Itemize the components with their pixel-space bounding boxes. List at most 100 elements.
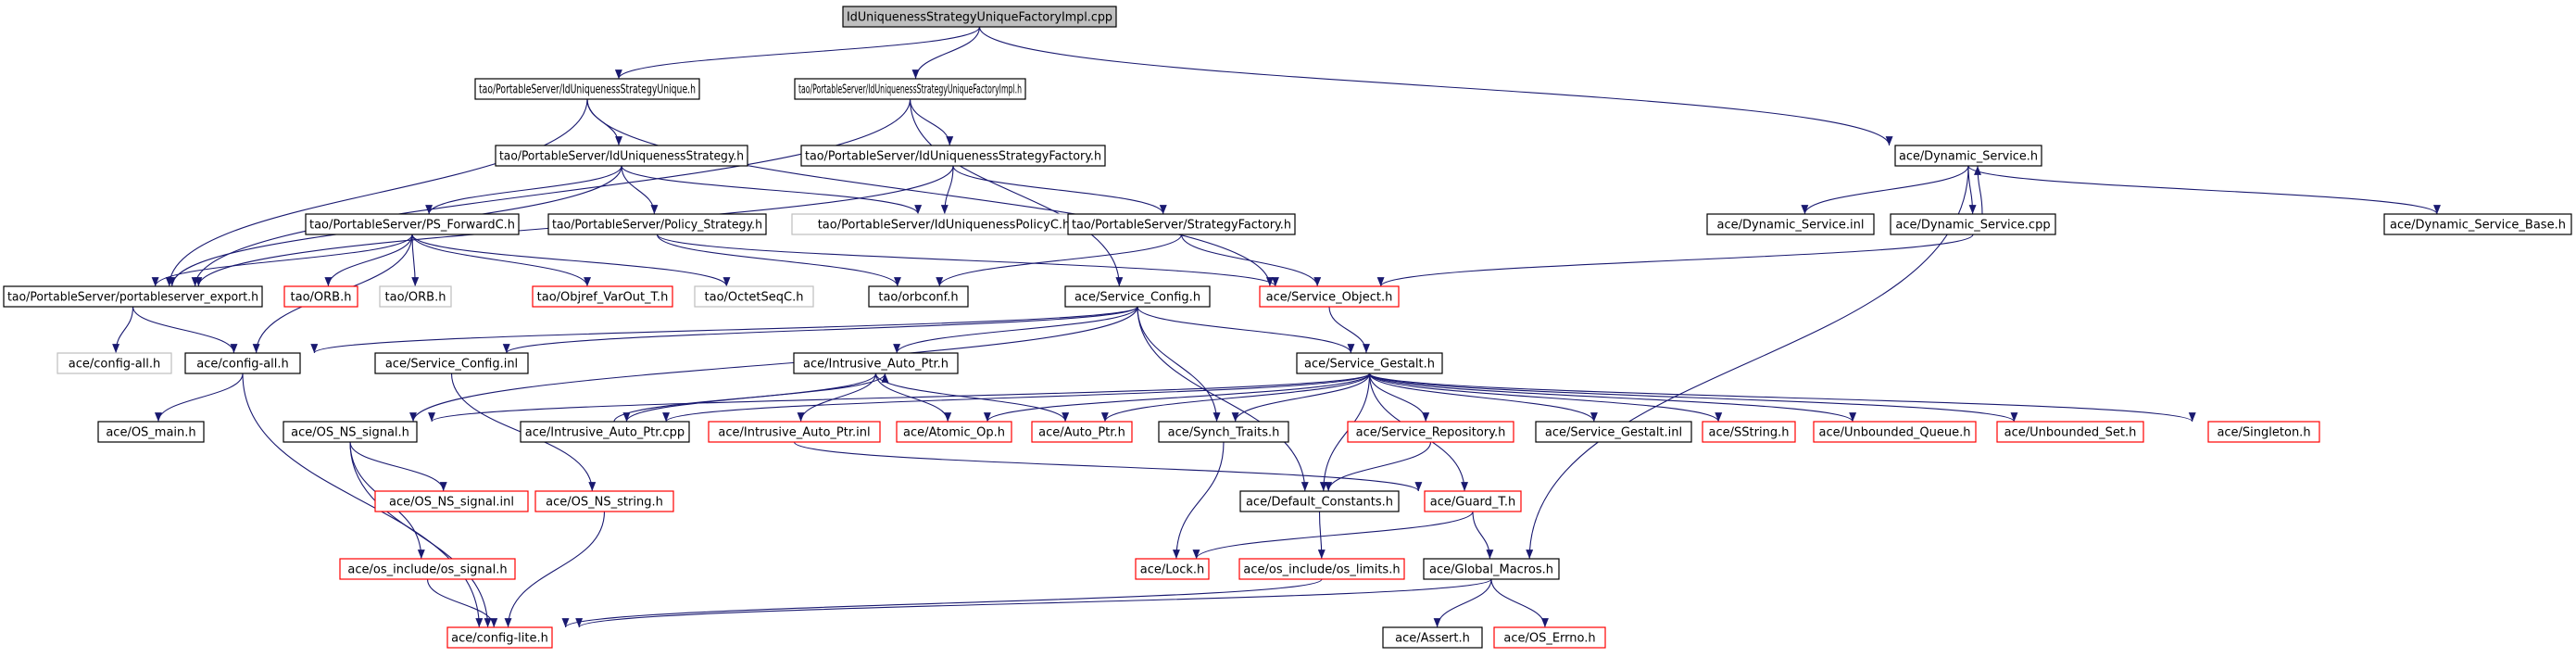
edge-psfwd-to-objref bbox=[411, 234, 591, 287]
node-label: ace/Intrusive_Auto_Ptr.inl bbox=[718, 426, 870, 440]
graph-node-orb-red[interactable]: tao/ORB.h bbox=[283, 285, 358, 308]
node-label: ace/config-all.h bbox=[69, 358, 161, 372]
graph-node-intr-inl[interactable]: ace/Intrusive_Auto_Ptr.inl bbox=[708, 421, 881, 443]
node-label: ace/Dynamic_Service_Base.h bbox=[2390, 219, 2566, 233]
graph-node-dyn-inl[interactable]: ace/Dynamic_Service.inl bbox=[1706, 213, 1875, 235]
graph-node-svcobj[interactable]: ace/Service_Object.h bbox=[1259, 285, 1400, 308]
dependency-edges bbox=[112, 26, 2441, 628]
edge-svccfg-to-intr-h bbox=[893, 306, 1138, 354]
graph-node-gestalt-inl[interactable]: ace/Service_Gestalt.inl bbox=[1535, 421, 1692, 443]
graph-node-nsstring[interactable]: ace/OS_NS_string.h bbox=[534, 490, 674, 512]
node-label: ace/Service_Object.h bbox=[1266, 291, 1393, 305]
edge-dyn-h-to-globmac bbox=[1526, 165, 1969, 560]
graph-node-intr-h[interactable]: ace/Intrusive_Auto_Ptr.h bbox=[793, 352, 959, 374]
node-box bbox=[1296, 352, 1443, 374]
edge-intr-inl-to-guard bbox=[793, 441, 1423, 492]
node-label: ace/Service_Gestalt.h bbox=[1304, 358, 1435, 372]
graph-node-osmain[interactable]: ace/OS_main.h bbox=[97, 421, 205, 443]
node-box bbox=[1813, 421, 1977, 443]
node-label: ace/Atomic_Op.h bbox=[903, 426, 1005, 440]
graph-node-nssig[interactable]: ace/OS_NS_signal.h bbox=[283, 421, 418, 443]
graph-node-svccfg-inl[interactable]: ace/Service_Config.inl bbox=[374, 352, 529, 374]
graph-node-ossig[interactable]: ace/os_include/os_signal.h bbox=[339, 558, 516, 580]
graph-node-defconst[interactable]: ace/Default_Constants.h bbox=[1239, 490, 1400, 512]
graph-node-psexport[interactable]: tao/PortableServer/portableserver_export… bbox=[3, 285, 263, 308]
node-box bbox=[1067, 213, 1296, 235]
graph-node-guard[interactable]: ace/Guard_T.h bbox=[1424, 490, 1522, 512]
node-box bbox=[868, 285, 969, 308]
graph-node-factory-h[interactable]: tao/PortableServer/IdUniquenessStrategyF… bbox=[800, 145, 1106, 167]
edge-gestalt-to-repo bbox=[1368, 373, 1430, 423]
graph-node-dyn-base[interactable]: ace/Dynamic_Service_Base.h bbox=[2383, 213, 2572, 235]
edge-factory-h-to-stratfact bbox=[952, 165, 1167, 215]
graph-node-errno[interactable]: ace/OS_Errno.h bbox=[1493, 626, 1606, 649]
edge-dyn-cpp-to-dyn-h bbox=[1974, 165, 1983, 215]
edge-psexport-to-cfgall bbox=[132, 306, 238, 354]
edge-gestalt-to-singleton bbox=[1368, 373, 2196, 423]
edge-stratfact-to-svcobj bbox=[1180, 234, 1322, 287]
node-label: ace/OS_NS_signal.h bbox=[291, 426, 409, 440]
node-label: ace/config-lite.h bbox=[451, 632, 548, 646]
graph-node-singleton[interactable]: ace/Singleton.h bbox=[2207, 421, 2320, 443]
edge-gestalt-to-sstring bbox=[1368, 373, 1723, 423]
edge-gestalt-to-ubq bbox=[1368, 373, 1856, 423]
node-label: tao/PortableServer/portableserver_export… bbox=[7, 291, 258, 305]
edge-strategy-h-to-psfwd bbox=[425, 165, 622, 215]
graph-node-sstring[interactable]: ace/SString.h bbox=[1702, 421, 1796, 443]
graph-node-lock[interactable]: ace/Lock.h bbox=[1135, 558, 1210, 580]
node-label: ace/Synch_Traits.h bbox=[1168, 426, 1280, 440]
graph-node-svccfg[interactable]: ace/Service_Config.h bbox=[1064, 285, 1211, 308]
edge-strategy-h-to-policyc bbox=[621, 165, 922, 215]
edge-factimpl-h-to-svccfg bbox=[909, 98, 1124, 287]
edge-intr-h-to-intr-inl bbox=[797, 373, 877, 423]
edge-psfwd-to-psexport bbox=[151, 234, 413, 287]
edge-svccfg-to-svccfg-inl bbox=[503, 306, 1138, 354]
graph-node-orb-grey[interactable]: tao/ORB.h bbox=[379, 285, 452, 308]
graph-node-dyn-cpp[interactable]: ace/Dynamic_Service.cpp bbox=[1890, 213, 2056, 235]
graph-node-unique-h[interactable]: tao/PortableServer/IdUniquenessStrategyU… bbox=[474, 78, 700, 100]
graph-node-orbconf[interactable]: tao/orbconf.h bbox=[868, 285, 969, 308]
node-label: tao/PortableServer/StrategyFactory.h bbox=[1072, 219, 1291, 233]
graph-node-ubs[interactable]: ace/Unbounded_Set.h bbox=[1996, 421, 2144, 443]
graph-node-synch[interactable]: ace/Synch_Traits.h bbox=[1158, 421, 1289, 443]
edge-svccfg-to-nssig bbox=[409, 306, 1138, 423]
node-label: ace/Unbounded_Set.h bbox=[2004, 426, 2137, 440]
graph-node-policy-h[interactable]: tao/PortableServer/Policy_Strategy.h bbox=[547, 213, 767, 235]
graph-node-cfglite[interactable]: ace/config-lite.h bbox=[446, 626, 553, 649]
node-label: tao/Objref_VarOut_T.h bbox=[537, 291, 669, 305]
graph-node-factimpl-h[interactable]: tao/PortableServer/IdUniquenessStrategyU… bbox=[794, 78, 1026, 100]
graph-node-cfgall[interactable]: ace/config-all.h bbox=[184, 352, 301, 374]
graph-node-globmac[interactable]: ace/Global_Macros.h bbox=[1423, 558, 1560, 580]
graph-node-stratfact[interactable]: tao/PortableServer/StrategyFactory.h bbox=[1067, 213, 1296, 235]
graph-node-intr-cpp[interactable]: ace/Intrusive_Auto_Ptr.cpp bbox=[520, 421, 690, 443]
edge-stratfact-to-orbconf bbox=[936, 234, 1183, 287]
edge-unique-h-to-psexport bbox=[165, 98, 588, 287]
graph-node-cfgall-grey[interactable]: ace/config-all.h bbox=[57, 352, 172, 374]
graph-node-strategy-h[interactable]: tao/PortableServer/IdUniquenessStrategy.… bbox=[495, 145, 748, 167]
graph-node-repo[interactable]: ace/Service_Repository.h bbox=[1347, 421, 1514, 443]
node-box bbox=[1894, 145, 2042, 167]
graph-node-assert[interactable]: ace/Assert.h bbox=[1382, 626, 1483, 649]
node-box bbox=[534, 490, 674, 512]
graph-node-octet[interactable]: tao/OctetSeqC.h bbox=[694, 285, 814, 308]
node-label: tao/PortableServer/PS_ForwardC.h bbox=[309, 219, 515, 233]
edge-root-to-factimpl-h bbox=[911, 26, 981, 80]
graph-node-nssig-inl[interactable]: ace/OS_NS_signal.inl bbox=[374, 490, 529, 512]
graph-node-oslimits[interactable]: ace/os_include/os_limits.h bbox=[1238, 558, 1405, 580]
edge-psexport-to-cfgall-grey bbox=[112, 306, 134, 354]
node-label: ace/Lock.h bbox=[1140, 563, 1205, 577]
edge-cfgall-to-osmain bbox=[154, 373, 244, 423]
graph-node-gestalt[interactable]: ace/Service_Gestalt.h bbox=[1296, 352, 1443, 374]
node-label: ace/Default_Constants.h bbox=[1246, 496, 1393, 510]
node-label: tao/orbconf.h bbox=[878, 291, 958, 305]
graph-node-atomic[interactable]: ace/Atomic_Op.h bbox=[896, 421, 1012, 443]
graph-node-autoptr[interactable]: ace/Auto_Ptr.h bbox=[1031, 421, 1133, 443]
graph-node-dyn-h[interactable]: ace/Dynamic_Service.h bbox=[1894, 145, 2042, 167]
graph-node-psfwd[interactable]: tao/PortableServer/PS_ForwardC.h bbox=[305, 213, 520, 235]
node-box bbox=[1535, 421, 1692, 443]
graph-node-policyc[interactable]: tao/PortableServer/IdUniquenessPolicyC.h bbox=[791, 213, 1097, 235]
graph-node-root[interactable]: IdUniquenessStrategyUniqueFactoryImpl.cp… bbox=[842, 6, 1117, 28]
graph-node-objref[interactable]: tao/Objref_VarOut_T.h bbox=[532, 285, 673, 308]
edge-gestalt-to-atomic bbox=[984, 373, 1371, 423]
graph-node-ubq[interactable]: ace/Unbounded_Queue.h bbox=[1813, 421, 1977, 443]
